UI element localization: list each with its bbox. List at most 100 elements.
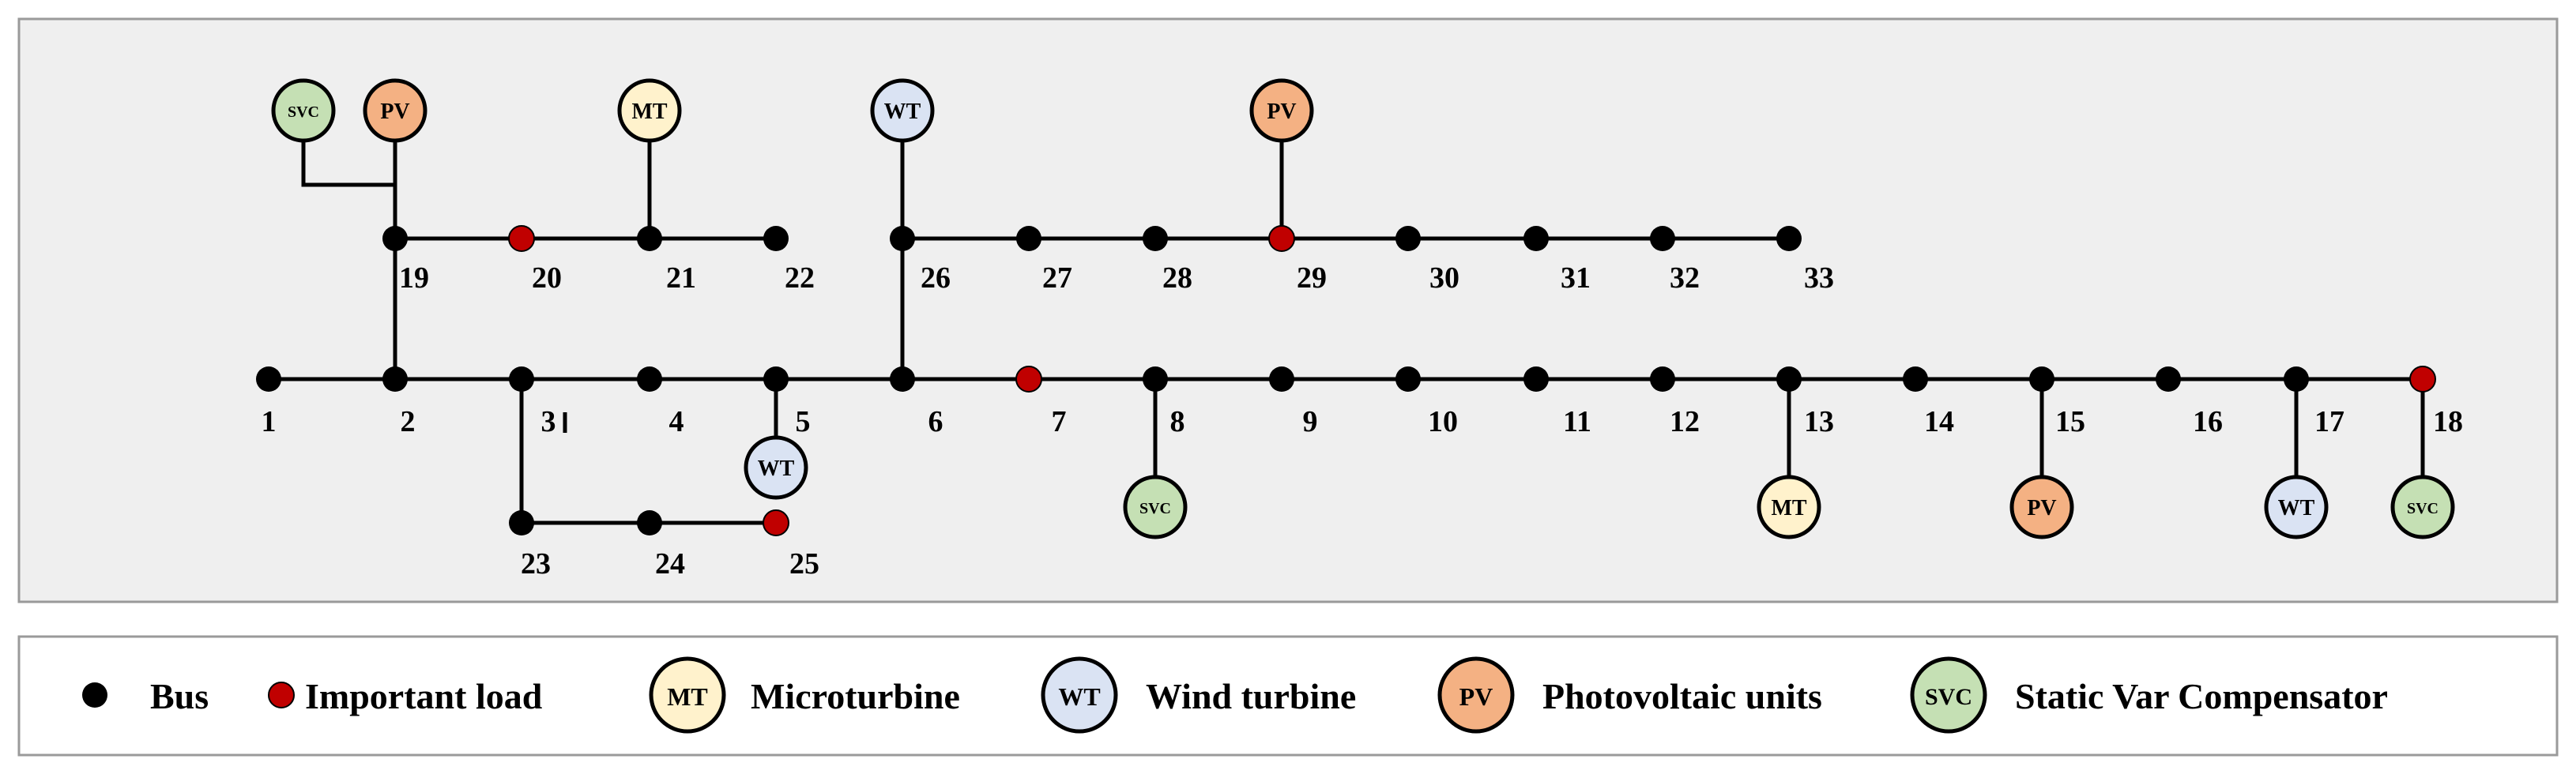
bus-label-15: 15	[2055, 405, 2085, 438]
bus-label-25: 25	[789, 547, 819, 580]
bus-label-27: 27	[1042, 261, 1072, 295]
svc-device-label-bus-19: SVC	[288, 103, 319, 121]
bus-node-8	[1143, 366, 1168, 392]
bus-label-33: 33	[1804, 261, 1834, 295]
bus-label-17: 17	[2314, 405, 2344, 438]
device-connector-svc-bus-19	[301, 141, 395, 187]
bus-node-14	[1903, 366, 1928, 392]
bus-node-22	[763, 226, 789, 251]
legend-panel	[17, 635, 2559, 757]
bus-node-13	[1776, 366, 1802, 392]
legend: Bus Important load MT Microturbine WT Wi…	[82, 656, 2388, 734]
legend-pv-icon	[1437, 656, 1515, 734]
bus-label-12: 12	[1670, 405, 1700, 438]
legend-svc-icon-text: SVC	[1925, 684, 1972, 710]
bus-label-14: 14	[1924, 405, 1954, 438]
bus-node-1	[256, 366, 281, 392]
bus-label-10: 10	[1428, 405, 1458, 438]
bus-label-30: 30	[1429, 261, 1459, 295]
bus-label-19: 19	[399, 261, 429, 295]
bus-label-13: 13	[1804, 405, 1834, 438]
pv-device-bus-15	[2009, 475, 2074, 539]
svc-device-bus-8	[1123, 475, 1188, 539]
bus-label-8: 8	[1170, 405, 1185, 438]
bus-label-4: 4	[669, 405, 684, 438]
pv-device-bus-29	[1249, 78, 1314, 143]
bus-label-28: 28	[1162, 261, 1192, 295]
legend-important-load-icon	[268, 682, 295, 708]
important-load-bus-7	[1015, 366, 1042, 393]
pv-device-bus-19	[363, 78, 427, 143]
wt-device-label-bus-26: WT	[884, 100, 921, 124]
bus-label-24: 24	[655, 547, 685, 580]
bus-node-4	[637, 366, 662, 392]
wt-device-bus-5	[744, 435, 808, 500]
legend-mt-icon-text: MT	[667, 682, 708, 711]
bus-label-18: 18	[2433, 405, 2463, 438]
bus-label-21: 21	[666, 261, 696, 295]
bus-label-3: 3	[541, 405, 556, 438]
legend-svc-label: Static Var Compensator	[2015, 676, 2388, 716]
bus-node-19	[382, 226, 408, 251]
legend-wt-label: Wind turbine	[1146, 676, 1356, 716]
bus-node-3	[509, 366, 534, 392]
legend-wt-icon	[1041, 656, 1118, 734]
bus-node-9	[1269, 366, 1294, 392]
bus-label-11: 11	[1563, 405, 1591, 438]
bus-label-22: 22	[785, 261, 815, 295]
bus-label-16: 16	[2193, 405, 2223, 438]
bus-node-27	[1016, 226, 1041, 251]
svc-device-bus-18	[2390, 475, 2455, 539]
bus-node-30	[1395, 226, 1421, 251]
wt-device-bus-26	[870, 78, 935, 143]
bus-node-6	[890, 366, 915, 392]
bus-node-12	[1650, 366, 1675, 392]
bus-node-2	[382, 366, 408, 392]
legend-pv-label: Photovoltaic units	[1542, 676, 1822, 716]
bus-label-31: 31	[1561, 261, 1591, 295]
branch-lines	[269, 236, 2423, 525]
important-load-bus-25	[763, 509, 789, 536]
mt-device-bus-21	[617, 78, 682, 143]
wt-device-label-bus-17: WT	[2278, 496, 2315, 520]
mt-device-label-bus-13: MT	[1771, 496, 1806, 520]
bus-node-5	[763, 366, 789, 392]
svc-device-bus-19	[271, 78, 336, 143]
bus-node-10	[1395, 366, 1421, 392]
mt-device-label-bus-21: MT	[631, 100, 667, 124]
bus-node-16	[2156, 366, 2181, 392]
bus-label-6: 6	[928, 405, 943, 438]
important-load-bus-20	[508, 225, 535, 252]
bus-node-28	[1143, 226, 1168, 251]
bus-label-2: 2	[401, 405, 416, 438]
legend-bus-label: Bus	[150, 676, 209, 716]
pv-device-label-bus-15: PV	[2027, 496, 2056, 520]
important-load-bus-29	[1268, 225, 1295, 252]
bus-label-5: 5	[796, 405, 811, 438]
important-load-bus-18	[2409, 366, 2436, 393]
legend-wt-icon-text: WT	[1058, 682, 1100, 711]
bus-node-24	[637, 510, 662, 535]
pv-device-label-bus-29: PV	[1267, 100, 1296, 124]
bus-node-26	[890, 226, 915, 251]
bus-label-9: 9	[1303, 405, 1318, 438]
bus-label-32: 32	[1670, 261, 1700, 295]
bus-node-23	[509, 510, 534, 535]
mt-device-bus-13	[1757, 475, 1821, 539]
bus-node-17	[2284, 366, 2309, 392]
bus-node-31	[1523, 226, 1549, 251]
legend-svc-icon	[1910, 656, 1987, 734]
bus-label-1: 1	[262, 405, 277, 438]
svc-device-label-bus-18: SVC	[2407, 500, 2439, 517]
bus-node-21	[637, 226, 662, 251]
bus-nodes	[256, 225, 2436, 536]
legend-mt-icon	[649, 656, 726, 734]
legend-important-load-label: Important load	[305, 676, 543, 716]
svc-device-label-bus-8: SVC	[1139, 500, 1171, 517]
legend-pv-icon-text: PV	[1459, 682, 1493, 711]
wt-device-bus-17	[2264, 475, 2329, 539]
bus-label-26: 26	[921, 261, 951, 295]
bus-label-7: 7	[1052, 405, 1067, 438]
bus-node-33	[1776, 226, 1802, 251]
